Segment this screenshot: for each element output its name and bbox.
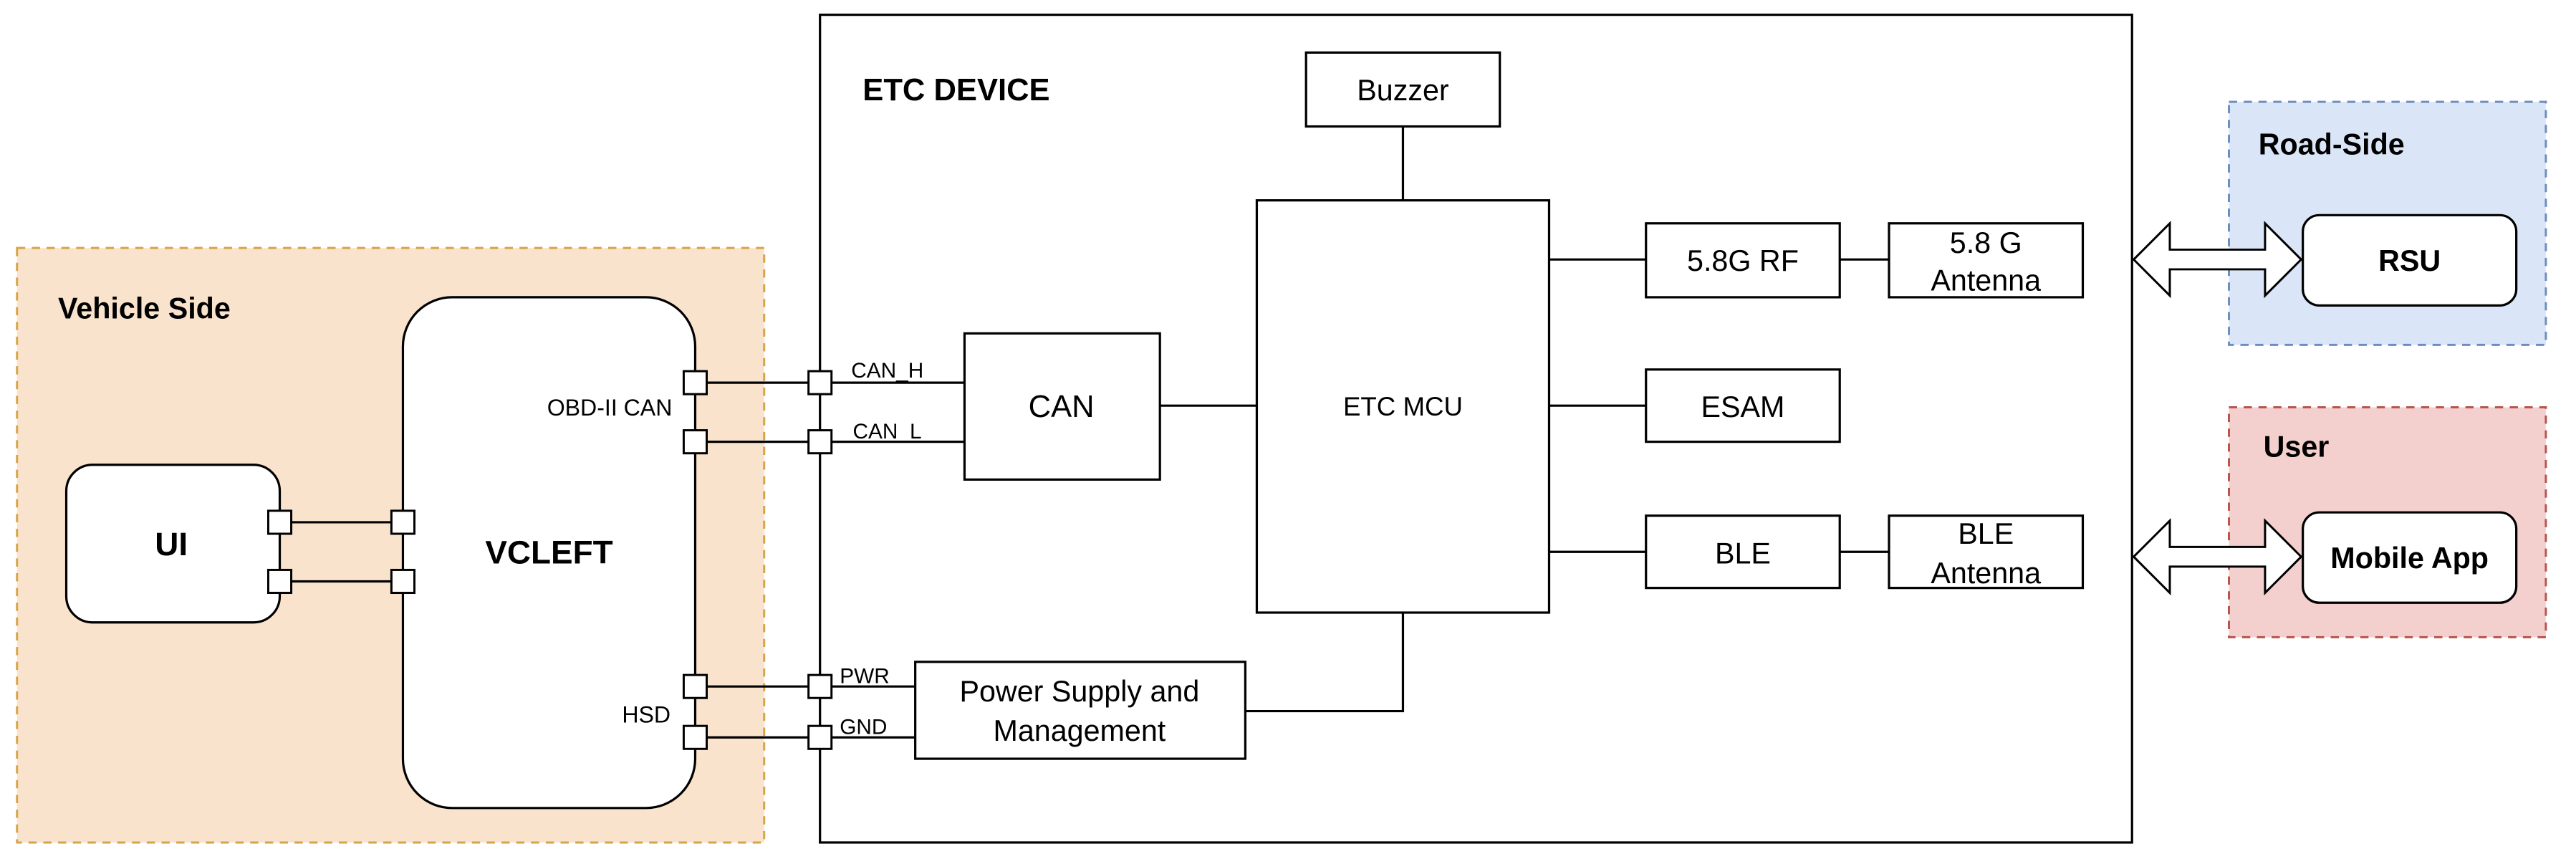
rsu-bidirectional-arrow [2132, 221, 2303, 299]
ui-box[interactable] [64, 464, 282, 624]
ble-label: BLE [1715, 537, 1771, 570]
vcleft-ui-port-1[interactable] [390, 509, 415, 535]
pwr-label: PWR [840, 665, 890, 689]
etc-mcu-box[interactable] [1255, 199, 1551, 614]
mobile-app-box[interactable] [2302, 511, 2518, 604]
ui-port-1[interactable] [266, 509, 293, 535]
rf-58g-block[interactable]: 5.8G RF [1645, 222, 1841, 299]
vcleft-box[interactable] [401, 296, 697, 810]
can-h-label: CAN_H [851, 359, 923, 383]
power-supply-label-line1: Power Supply and [959, 675, 1199, 708]
etc-device-label: ETC DEVICE [862, 73, 1049, 107]
rsu-label: RSU [2378, 244, 2441, 277]
buzzer-box[interactable] [1304, 51, 1501, 128]
can-box[interactable] [963, 332, 1161, 481]
esam-label: ESAM [1701, 390, 1785, 423]
power-supply-label-line2: Management [993, 714, 1166, 747]
can-label: CAN [1029, 390, 1095, 424]
etc-can-h-port[interactable] [807, 370, 833, 395]
rf-58g-label: 5.8G RF [1687, 244, 1799, 277]
power-mcu-link [1245, 613, 1405, 713]
gnd-label: GND [840, 716, 887, 739]
road-side-label: Road-Side [2259, 128, 2405, 160]
esam-block[interactable]: ESAM [1645, 368, 1841, 443]
antenna-58g-label-line1: 5.8 G [1950, 226, 2022, 259]
connection-lines [279, 126, 1889, 739]
vcleft-block[interactable]: VCLEFT OBD-II CAN HSD [401, 296, 697, 810]
buzzer-label: Buzzer [1357, 74, 1449, 107]
ble-block[interactable]: BLE [1645, 514, 1841, 590]
vcleft-can-l-port[interactable] [682, 429, 708, 455]
mobile-app-label: Mobile App [2330, 542, 2489, 575]
rsu-box[interactable] [2302, 214, 2518, 307]
buzzer-block[interactable]: Buzzer [1304, 51, 1501, 128]
etc-device-group: ETC DEVICE [819, 14, 2133, 844]
etc-device-container [819, 14, 2133, 844]
ble-antenna-label-line1: BLE [1958, 517, 2014, 550]
antenna-58g-block[interactable]: 5.8 G Antenna [1888, 222, 2085, 299]
ui-block[interactable]: UI [64, 464, 282, 624]
etc-mcu-label: ETC MCU [1343, 392, 1463, 421]
mobile-app-bidirectional-arrow [2132, 518, 2303, 596]
vcleft-label: VCLEFT [485, 534, 612, 570]
power-supply-block[interactable]: Power Supply and Management [914, 661, 1247, 760]
etc-gnd-port[interactable] [807, 724, 833, 750]
power-supply-box[interactable] [914, 661, 1247, 760]
obd-can-port-label: OBD-II CAN [547, 395, 673, 421]
etc-can-l-port[interactable] [807, 429, 833, 455]
antenna-58g-label-line2: Antenna [1931, 264, 2041, 297]
can-block[interactable]: CAN [963, 332, 1161, 481]
hsd-port-label: HSD [622, 702, 671, 728]
vcleft-ui-port-2[interactable] [390, 568, 415, 595]
can-l-label: CAN_L [853, 420, 922, 443]
ble-antenna-label-line2: Antenna [1931, 557, 2041, 590]
antenna-58g-box[interactable] [1888, 222, 2085, 299]
vcleft-can-h-port[interactable] [682, 370, 708, 395]
etc-pwr-port[interactable] [807, 673, 833, 699]
ble-antenna-box[interactable] [1888, 514, 2085, 590]
vcleft-gnd-port[interactable] [682, 724, 708, 750]
ui-label: UI [155, 526, 188, 562]
vehicle-side-label: Vehicle Side [58, 292, 231, 325]
ble-antenna-block[interactable]: BLE Antenna [1888, 514, 2085, 590]
vcleft-pwr-port[interactable] [682, 673, 708, 699]
rsu-block[interactable]: RSU [2302, 214, 2518, 307]
user-label: User [2264, 430, 2330, 463]
ports [266, 370, 833, 750]
mobile-app-block[interactable]: Mobile App [2302, 511, 2518, 604]
esam-box[interactable] [1645, 368, 1841, 443]
rf-58g-box[interactable] [1645, 222, 1841, 299]
ble-box[interactable] [1645, 514, 1841, 590]
etc-mcu-block[interactable]: ETC MCU [1255, 199, 1551, 614]
ui-port-2[interactable] [266, 568, 293, 595]
